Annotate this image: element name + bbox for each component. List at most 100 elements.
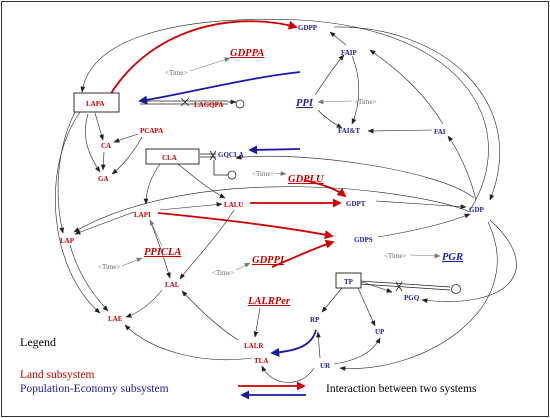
arrow-lapa-gdpp [109,20,298,96]
link-time2-ppi [317,99,353,105]
valve-gqcla [209,150,217,161]
link-ppi-fait [317,109,343,129]
node-lalu: LALU [224,201,243,209]
causal-links [55,19,517,383]
link-tp-up [357,287,376,327]
link-lapa-lap [57,109,77,234]
node-gdplu: GDPLU [288,174,325,185]
node-ppicla: PPICLA [144,247,181,258]
node-gdppa: GDPPA [230,48,264,59]
link-lapi-lalu [159,202,223,211]
legend-title: Legend [20,335,56,349]
node-time-3: <Time> [252,170,274,178]
legend-interaction: Interaction between two systems [326,383,477,395]
box-tp [335,272,362,289]
link-lalr-lal [181,290,239,341]
node-lalr: LALR [244,342,264,350]
cloud-gqcla [227,170,237,180]
interaction-arrows [109,20,347,357]
link-tp-rp [321,287,343,313]
flows [140,97,461,294]
box-cla [145,148,200,165]
node-pgq: PGQ [404,294,420,302]
node-pcapa: PCAPA [140,127,163,135]
link-time3-gdplu [274,171,287,176]
link-lalu-lal [179,209,235,280]
node-gdpp: GDPP [298,24,318,32]
valve-pgq [395,281,403,292]
link-gdp-fai [447,135,477,201]
link-gdp-lapa [80,19,489,211]
link-gdpt-gdp [375,200,467,210]
node-gdppi: GDPPI [252,255,285,266]
node-fai: FAI [434,128,446,136]
node-time-2: <Time> [354,98,376,106]
link-time6-pgr [409,253,441,259]
link-time5-gdppi [235,262,251,271]
link-cla-lalu [177,163,226,199]
node-lalrper: LALRPer [247,296,291,307]
pipe-gqcla-down [213,160,228,176]
node-rp: RP [310,316,320,324]
link-cla-lapi [143,163,161,205]
time-links [121,57,441,271]
node-time-1: <Time> [165,69,187,77]
legend: Legend Land subsystem Population-Economy… [20,335,477,400]
node-ur: UR [320,362,331,370]
link-gdp-pgq [421,219,517,303]
link-faip-gdpp [329,31,347,46]
box-lapa [73,92,120,113]
link-lapa-ga [85,113,101,173]
arrow-lapi-gdps [157,212,334,240]
link-tla-lae [124,324,253,361]
node-cla: CLA [162,154,177,162]
link-gdp-ur [339,221,498,371]
link-pcapa-ca [113,133,139,143]
node-lap: LAP [60,237,75,245]
link-ur-tla [261,365,315,383]
link-gdp-lap [73,186,471,233]
cloud-lagqpa [235,99,245,109]
arrow-ppi-lapa [138,71,301,105]
node-gdps: GDPS [354,236,373,244]
link-time1-gdppa [189,57,231,72]
link-faip-fait [351,55,360,125]
link-pcapa-ga [111,136,143,175]
node-pgr: PGR [442,252,463,263]
node-lae: LAE [108,315,123,323]
node-faip: FAIP [341,49,358,57]
link-lapi-lap [74,211,135,235]
pipe-pgq-b [359,283,451,291]
link-ur-rp [316,331,321,359]
node-lapa: LAPA [86,100,105,108]
link-gdps-gdp [377,213,471,238]
link-lapa-ca [94,112,104,141]
link-ppi-faip [314,54,345,96]
node-time-4: <Time> [98,263,120,271]
node-ca: CA [101,142,111,150]
cloud-pgq [451,284,461,294]
node-lal: LAL [165,281,180,289]
link-lapa-lae [55,111,101,314]
link-time4-ppicla [121,257,143,267]
link-lal-lae [125,289,163,318]
node-time-5: <Time> [212,269,234,277]
link-gdp-gqcla [235,154,475,199]
node-fait: FAI&T [338,127,360,135]
arrow-gdplu-gdpt [303,179,347,198]
node-gdp: GDP [469,206,485,214]
link-lap-lae [69,244,109,312]
node-tla: TLA [254,357,268,365]
link-ca-ga [100,151,106,171]
node-ppi: PPI [296,98,314,109]
node-gqcla: GQCLA [218,151,244,159]
node-tp: TP [344,278,354,286]
legend-population: Population-Economy subsystem [20,383,169,395]
node-labels: GDPP GDPPA <Time> FAIP PPI <Time> LAPA L… [60,24,485,370]
link-fai-faip [369,49,444,125]
link-lapi-lal [149,219,171,279]
link-tp-pgq [361,281,393,293]
legend-land: Land subsystem [20,369,94,381]
